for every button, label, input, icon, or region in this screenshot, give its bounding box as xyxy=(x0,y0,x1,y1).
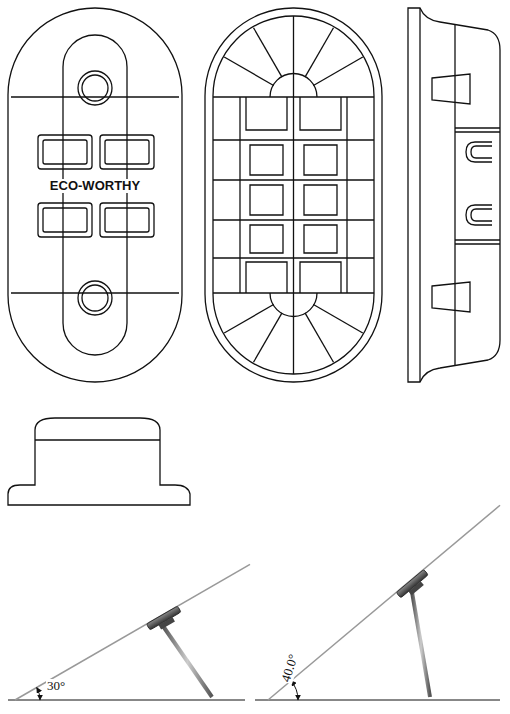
tilt-40 xyxy=(255,505,500,700)
bottom-view xyxy=(205,8,382,382)
rib-line xyxy=(313,305,362,334)
rib-line xyxy=(254,28,283,77)
side-view xyxy=(408,8,500,382)
rib-line xyxy=(313,57,362,86)
rib-line xyxy=(224,57,273,86)
front-view xyxy=(8,418,190,505)
rib-line xyxy=(305,28,334,77)
rib-line xyxy=(305,313,334,362)
tilt-30 xyxy=(8,564,250,700)
top-view xyxy=(8,8,182,382)
angle-dimension: 30° xyxy=(46,679,66,693)
rib-line xyxy=(224,305,273,334)
brand-name: ECO-WORTHY xyxy=(48,179,142,193)
angle-dimension: 40.0° xyxy=(279,652,302,685)
rib-line xyxy=(254,313,283,362)
